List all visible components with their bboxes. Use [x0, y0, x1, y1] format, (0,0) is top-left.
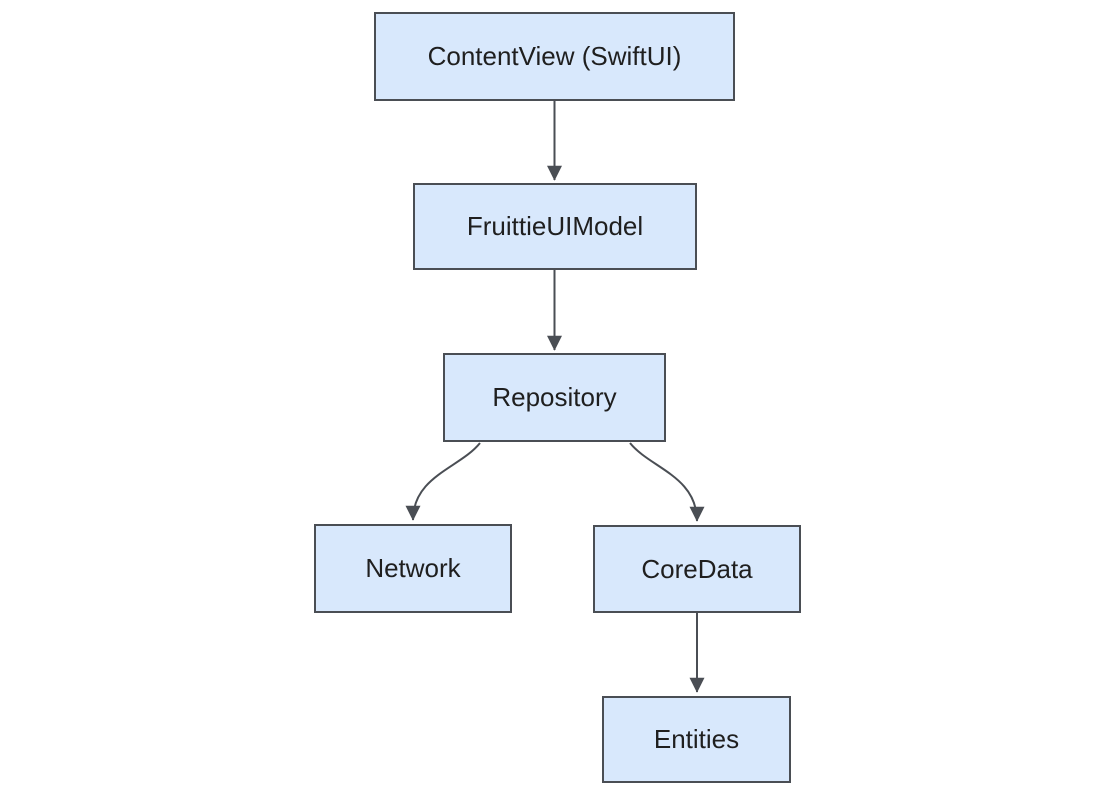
- node-network-label: Network: [365, 553, 461, 583]
- node-contentview: ContentView (SwiftUI): [374, 12, 735, 101]
- node-coredata-label: CoreData: [641, 553, 753, 584]
- edge-repository-to-network: [405, 442, 481, 521]
- node-entities-label: Entities: [653, 724, 740, 754]
- node-fruittieuimodel: FruittieUIModel: [413, 183, 697, 270]
- node-coredata: CoreData: [593, 525, 801, 613]
- node-entities: Entities: [602, 696, 791, 783]
- edge-repository-to-coredata: [629, 442, 705, 522]
- node-repository-label: Repository: [492, 382, 617, 412]
- node-repository: Repository: [443, 353, 666, 442]
- node-contentview-label: ContentView (SwiftUI): [427, 41, 682, 71]
- node-fruittieuimodel-label: FruittieUIModel: [466, 211, 644, 241]
- node-network: Network: [314, 524, 512, 613]
